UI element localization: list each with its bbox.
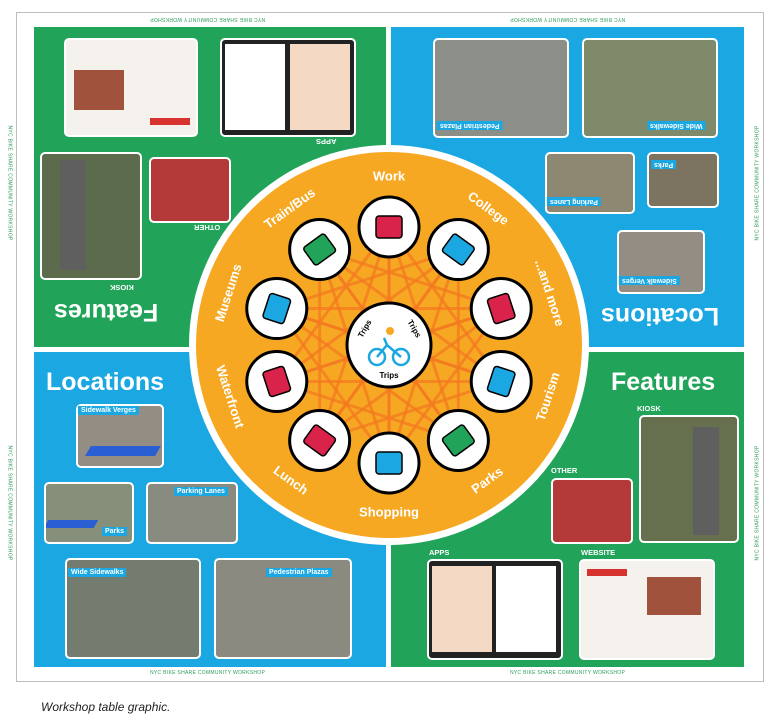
trip-arrow: [387, 307, 503, 464]
trip-arrow: [319, 380, 502, 442]
destination-label-shopping: Shopping: [359, 504, 419, 519]
trip-arrow: [319, 248, 502, 310]
train-bus-icon: [303, 233, 337, 266]
and-more-icon: [486, 292, 516, 325]
card-photo: [551, 478, 633, 544]
caption: Workshop table graphic.: [41, 700, 171, 714]
destination-node-tourism: [469, 349, 533, 413]
kiosk-thumbnail-top: [40, 152, 142, 280]
waterfront-icon: [262, 365, 292, 398]
museums-icon: [262, 292, 292, 325]
destination-node-waterfront: [245, 349, 309, 413]
tourism-icon: [486, 365, 516, 398]
shopping-icon: [375, 451, 403, 475]
label-website: WEBSITE: [581, 548, 616, 557]
trip-arrow: [276, 380, 459, 442]
destination-node-and-more: [469, 277, 533, 341]
tag-parks: Parks: [102, 527, 128, 536]
tag-pedestrian-plazas: Pedestrian Plazas: [266, 568, 332, 577]
label-apps: APPS: [429, 548, 450, 557]
app-screens-thumbnail: [220, 38, 356, 137]
center-label-bottom: Trips: [379, 371, 399, 380]
center-bike-icon: [367, 327, 411, 367]
work-icon: [375, 215, 403, 239]
card-thumbnail-top: [149, 157, 231, 223]
parks-icon: [441, 424, 475, 457]
destination-nodes: [245, 195, 533, 495]
college-icon: [441, 233, 475, 266]
label-kiosk: KIOSK: [637, 404, 661, 413]
destination-node-college: [426, 218, 490, 282]
trip-arrow: [275, 226, 391, 383]
tag-wide-sidewalks: Wide Sidewalks: [68, 568, 127, 577]
kiosk-photo: [639, 415, 739, 543]
lunch-icon: [303, 424, 337, 457]
destination-node-work: [357, 195, 421, 259]
pedestrian-plazas-photo-top: [433, 38, 569, 138]
edge-text-bottom-right: NYC BIKE SHARE COMMUNITY WORKSHOP: [510, 670, 626, 676]
locations-title-bottom: Locations: [46, 368, 165, 396]
quadrant-features-top: APPS OTHER KIOSK Features: [34, 27, 386, 347]
destination-label-work: Work: [373, 168, 406, 183]
trip-arrow: [276, 248, 459, 310]
tag-parking-lanes: Parking Lanes: [174, 487, 228, 496]
trip-arrow: [275, 307, 391, 464]
tag-sidewalk-verges: Sidewalk Verges: [78, 406, 139, 415]
trip-arrow: [387, 226, 503, 383]
website-thumbnail: [64, 38, 198, 137]
features-title-bottom: Features: [611, 368, 716, 396]
destination-node-train-bus: [288, 218, 352, 282]
destination-node-museums: [245, 277, 309, 341]
app-screens-photo: [427, 559, 563, 660]
edge-text-bottom-left: NYC BIKE SHARE COMMUNITY WORKSHOP: [150, 670, 266, 676]
destination-node-lunch: [288, 408, 352, 472]
destination-node-parks: [426, 408, 490, 472]
center-circle: [345, 301, 433, 389]
website-photo: [579, 559, 715, 660]
destination-node-shopping: [357, 431, 421, 495]
label-other: OTHER: [551, 466, 578, 475]
